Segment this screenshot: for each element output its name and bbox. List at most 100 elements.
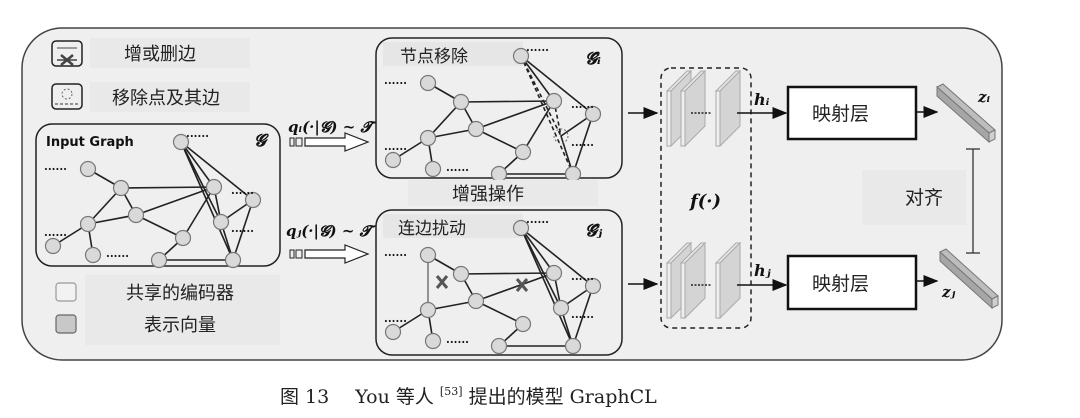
graph-node [84,246,102,264]
ellipsis: ...... [446,161,469,174]
graph-edge [460,100,555,103]
graph-node [584,105,602,123]
graph-edge [522,100,555,153]
caption-text1: You 等人 [354,386,434,408]
alignment-label: 对齐 [905,187,943,209]
graph-node [490,165,508,183]
input-graph: .................................... [44,127,262,269]
graph-node [424,160,442,178]
graph-node [112,179,130,197]
input-graph-title: Input Graph [46,135,134,150]
augmented-graph-bottom-panel: 连边扰动 𝓖̂ⱼ ...............................… [375,209,623,356]
sampler-bottom-arrow [289,244,370,264]
graph-node [552,299,570,317]
graph-edge [520,55,574,175]
graph-node [512,219,530,237]
graph-node [545,92,563,110]
graph-edge [475,272,555,302]
graph-node [244,191,262,209]
ellipsis: ...... [571,136,594,149]
representation-vector-bottom [939,248,999,310]
graph-edge [180,141,215,188]
graph-edge [427,300,477,311]
h-bottom-label: hⱼ [754,261,772,280]
graph-node [490,337,508,355]
graph-node [452,93,470,111]
graph-node [424,332,442,350]
graph-edge [180,141,234,261]
projection-head-top [786,85,918,141]
graph-node [79,215,97,233]
graph-node [564,165,582,183]
legend-encoder-label: 共享的编码器 [126,283,234,304]
graph-edge [460,272,555,275]
representation-vector-top [936,83,996,144]
figure-caption: 图 13 You 等人 [53] 提出的模型 GraphCL [280,378,657,408]
graph-edge [87,187,122,225]
ellipsis: ...... [106,247,129,260]
graph-edge [520,227,574,347]
svg-text:图 13 You 等人 [53]: 图 13 You 等人 [53] 提出的模型 GraphCL [280,378,657,408]
graph-node [44,237,62,255]
encoder-layers-bottom [665,241,742,320]
ellipsis: ...... [571,270,594,283]
sampler-top-label: qᵢ(·|𝓖) ~ 𝓣 [288,118,377,136]
projection-head-bottom [786,254,918,311]
edge-perturb-title: 连边扰动 [398,219,466,239]
graph-node [419,301,437,319]
graph-node [384,151,402,169]
projection-bottom-label: 映射层 [812,273,869,295]
alignment-bracket [966,148,980,254]
graph-edge [553,100,562,137]
graph-edge [135,214,184,239]
graph-edge [427,128,477,139]
graph-edge [135,186,215,216]
node-removal-title: 节点移除 [400,47,468,67]
z-top-label: zᵢ [977,88,991,106]
encoder-layers-top [665,69,742,148]
graph-node [512,47,530,65]
ellipsis: ...... [571,98,594,111]
z-bottom-label: zⱼ [941,283,956,301]
edge-removed-cross-icon [435,275,449,289]
caption-ref: [53] [440,385,463,398]
graph-node [384,323,402,341]
graph-edge [475,128,524,153]
graph-edge [572,285,594,347]
augmented-top-symbol: 𝓖̂ᵢ [585,49,601,69]
augmentation-label: 增强操作 [452,184,524,205]
graph-node [224,251,242,269]
ellipsis: ...... [384,312,407,325]
node-removal-graph: .................................... [384,41,602,183]
ellipsis: ...... [446,333,469,346]
graph-node [419,74,437,92]
graph-node [564,337,582,355]
graph-node [172,133,190,151]
graph-edge [475,300,524,325]
graph-edge [427,101,462,139]
graph-edge [520,227,594,287]
encoder-legend-swatch [55,282,77,302]
ellipsis: ...... [384,74,407,87]
graph-edge [182,186,215,239]
node-op-legend-icon [51,83,83,110]
graph-node [205,178,223,196]
graph-node [150,251,168,269]
graph-node [174,229,192,247]
sampler-bottom-label: qⱼ(·|𝓖) ~ 𝓣 [286,222,377,240]
ellipsis: ...... [231,222,254,235]
legend-node-op-label: 移除点及其边 [112,88,220,109]
input-graph-symbol: 𝓖 [254,131,269,151]
augmented-graph-top-panel: 节点移除 𝓖̂ᵢ ...............................… [375,37,623,183]
graph-node [79,160,97,178]
graph-node [545,264,563,282]
graph-node [419,246,437,264]
legend: 增或删边 移除点及其边 共享的编码器 表示向量 [51,38,280,345]
graph-node [419,129,437,147]
edge-perturb-graph: .................................... [384,213,602,355]
sampler-top-arrow [289,132,370,152]
graph-node [212,213,230,231]
graph-node [514,143,532,161]
legend-vector-label: 表示向量 [144,315,216,336]
ellipsis: ...... [44,160,67,173]
